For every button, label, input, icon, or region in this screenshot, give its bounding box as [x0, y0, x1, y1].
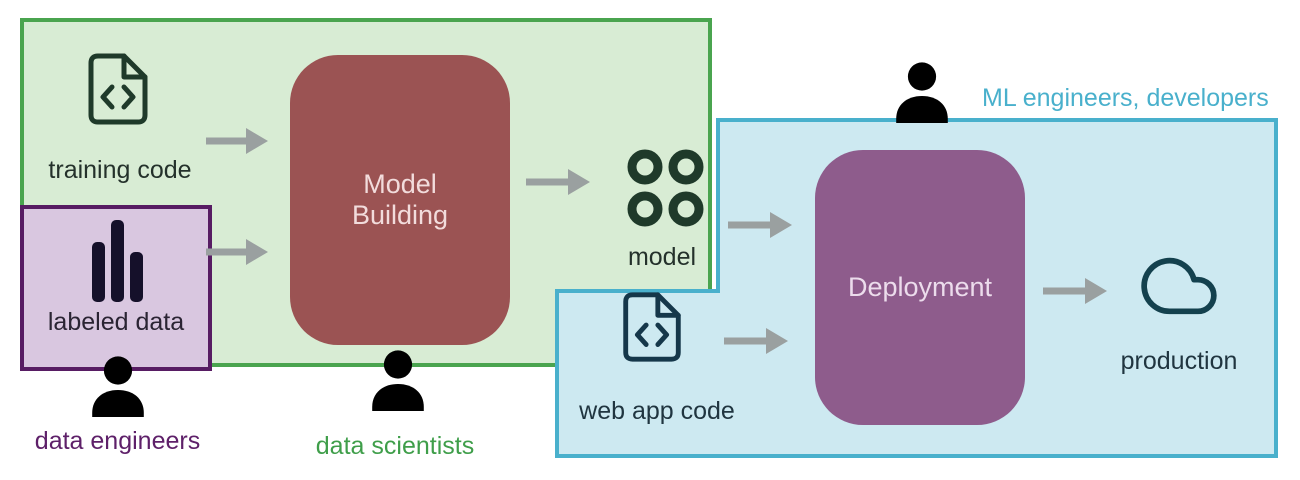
deployment-box: Deployment [815, 150, 1025, 425]
bar-chart-icon [91, 216, 145, 302]
arrow-model-to-deployment [728, 212, 792, 238]
data-scientists-label: data scientists [315, 432, 475, 460]
production-label: production [1120, 347, 1238, 375]
code-file-icon [620, 290, 684, 364]
person-icon [82, 350, 154, 424]
arrow-training-code-to-model-building [206, 128, 268, 154]
training-code-label: training code [48, 156, 192, 184]
model-building-box: Model Building [290, 55, 510, 345]
data-engineers-label: data engineers [34, 427, 201, 455]
arrow-deployment-to-production [1043, 278, 1107, 304]
model-circles-icon [627, 148, 705, 230]
arrow-web-app-code-to-deployment [724, 328, 788, 354]
ml-engineers-label: ML engineers, developers [982, 84, 1269, 112]
person-icon [886, 56, 958, 130]
cloud-icon [1138, 248, 1220, 324]
deployment-label: Deployment [847, 272, 993, 302]
model-building-label: Model Building [351, 169, 449, 230]
labeled-data-label: labeled data [47, 308, 185, 336]
code-file-icon [86, 50, 150, 128]
person-icon [362, 344, 434, 418]
arrow-labeled-data-to-model-building [206, 239, 268, 265]
arrow-model-building-to-model [526, 169, 590, 195]
web-app-code-label: web app code [579, 397, 735, 425]
model-label: model [627, 243, 697, 271]
